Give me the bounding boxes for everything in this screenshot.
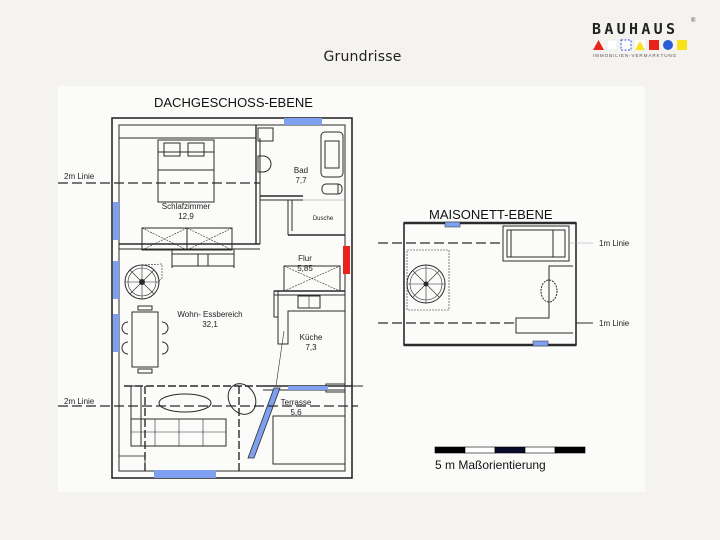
room-label-flur: Flur 5,85 (290, 254, 320, 274)
scale-label: 5 m Maßorientierung (435, 458, 546, 472)
scale-bar (434, 446, 586, 454)
line-label-1m-top: 1m Linie (599, 239, 630, 248)
line-label-1m-bottom: 1m Linie (599, 319, 630, 328)
room-label-dusche: Dusche (312, 216, 334, 222)
bauhaus-logo: BAUHAUS ® IMMOBILIEN-VERMARKTUNG (590, 18, 700, 60)
room-name: Küche (299, 333, 323, 342)
room-name: Terrasse (280, 398, 312, 407)
room-label-schlafzimmer: Schlafzimmer 12,9 (154, 202, 218, 222)
dachgeschoss-heading: DACHGESCHOSS-EBENE (154, 95, 313, 110)
line-label-2m-bottom: 2m Linie (64, 397, 95, 406)
room-area: 12,9 (178, 212, 194, 221)
room-label-kueche: Küche 7,3 (296, 333, 326, 353)
line-label-2m-top: 2m Linie (64, 172, 95, 181)
logo-shapes-icon (593, 39, 687, 51)
logo-wordmark: BAUHAUS (592, 20, 679, 38)
room-name: Schlafzimmer (161, 202, 211, 211)
room-area: 7,3 (305, 343, 317, 352)
room-name: Bad (293, 166, 309, 175)
maisonett-heading: MAISONETT-EBENE (429, 207, 553, 222)
room-area: 32,1 (202, 320, 218, 329)
logo-registered-mark: ® (691, 18, 696, 24)
floorplan-panel: DACHGESCHOSS-EBENE MAISONETT-EBENE 2m Li… (58, 86, 645, 492)
room-area: 5,85 (297, 264, 313, 273)
room-label-wohn-essbereich: Wohn- Essbereich 32,1 (170, 310, 250, 330)
room-label-bad: Bad 7,7 (288, 166, 314, 186)
room-name: Flur (298, 254, 312, 263)
room-area: 5,6 (290, 408, 302, 417)
logo-tagline: IMMOBILIEN-VERMARKTUNG (593, 53, 678, 58)
room-label-terrasse: Terrasse 5,6 (276, 398, 316, 418)
page-title: Grundrisse (323, 49, 402, 65)
room-name: Wohn- Essbereich (177, 310, 243, 319)
room-area: 7,7 (295, 176, 307, 185)
floorplan-drawing (58, 117, 593, 479)
